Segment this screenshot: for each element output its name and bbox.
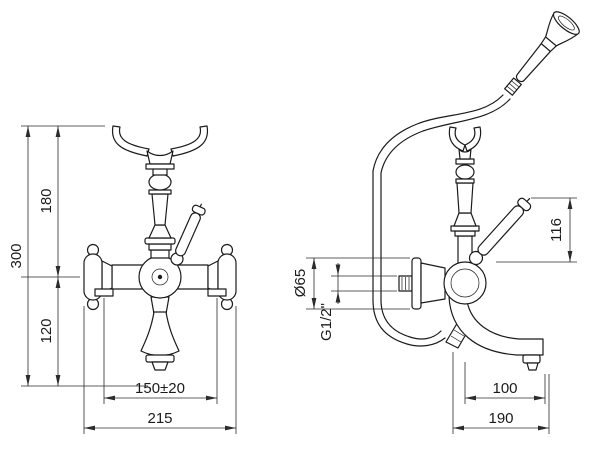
wall-connection bbox=[398, 257, 446, 310]
dim-lever-height-label: 116 bbox=[548, 218, 565, 242]
dim-lower-label: 120 bbox=[38, 318, 55, 343]
front-view bbox=[83, 125, 237, 371]
column-side bbox=[450, 158, 480, 265]
aerator bbox=[522, 354, 541, 364]
dim-inlet-centers-label: 150±20 bbox=[135, 380, 185, 397]
dim-depth-label: 190 bbox=[488, 410, 513, 427]
shower-cradle-front bbox=[111, 125, 209, 170]
column-front bbox=[144, 167, 176, 259]
inlet-union-left bbox=[94, 288, 114, 297]
cross-handle-right bbox=[217, 243, 237, 311]
dim-spout-reach-label: 100 bbox=[492, 380, 517, 397]
dim-width-label: 215 bbox=[147, 410, 172, 427]
dim-flange-diameter-label: Ø65 bbox=[292, 269, 309, 297]
shower-face bbox=[552, 11, 580, 35]
wall-flange bbox=[411, 257, 422, 310]
spout-side bbox=[448, 296, 544, 371]
dim-thread-label: G1/2" bbox=[318, 303, 335, 341]
dim-upper-label: 180 bbox=[38, 188, 55, 213]
spout-front bbox=[140, 296, 180, 371]
union-nut bbox=[420, 262, 446, 304]
lever-handle bbox=[468, 197, 532, 266]
dim-total-height-label: 300 bbox=[8, 243, 25, 268]
hand-shower bbox=[504, 11, 580, 96]
body-hub-side bbox=[443, 261, 487, 305]
shower-handle bbox=[515, 43, 551, 83]
shower-hose bbox=[372, 94, 511, 347]
shower-cradle-side bbox=[448, 126, 482, 160]
cross-handle-left bbox=[83, 243, 103, 311]
diverter-lever bbox=[170, 203, 206, 266]
side-view bbox=[372, 11, 580, 371]
dimension-lines: 300 180 120 150±20 215 Ø65 G1/2" 116 100… bbox=[8, 125, 577, 434]
inlet-union-right bbox=[207, 288, 227, 297]
